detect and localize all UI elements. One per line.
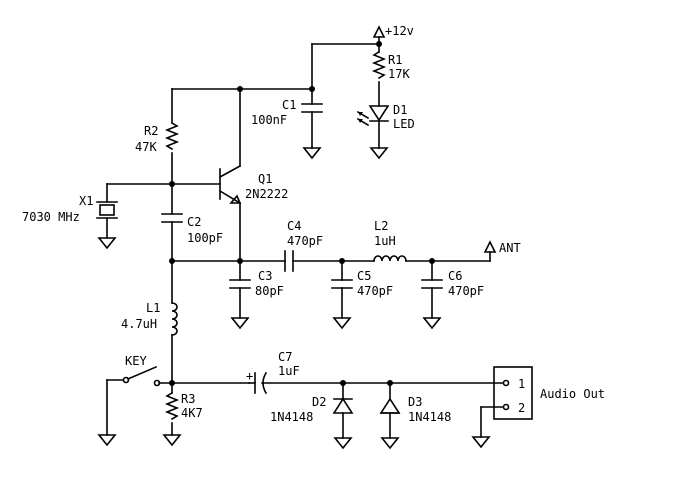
capacitor-c2 — [161, 213, 183, 223]
l2-value: 1uH — [374, 234, 396, 248]
c6-ref: C6 — [448, 269, 462, 283]
ground-audio — [471, 436, 491, 449]
d2-value: 1N4148 — [270, 410, 313, 424]
d3-value: 1N4148 — [408, 410, 451, 424]
q1-ref: Q1 — [258, 172, 272, 186]
x1-ref: X1 — [79, 194, 93, 208]
capacitor-c4 — [284, 250, 294, 272]
capacitor-c5 — [331, 279, 353, 289]
led-d1 — [356, 105, 390, 127]
r1-ref: R1 — [388, 53, 402, 67]
c1-ref: C1 — [282, 98, 296, 112]
r3-ref: R3 — [181, 392, 195, 406]
ground-d1 — [369, 147, 389, 160]
ground-d2 — [333, 437, 353, 450]
r2-ref: R2 — [144, 124, 158, 138]
d3-ref: D3 — [408, 395, 422, 409]
l1-ref: L1 — [146, 301, 160, 315]
ground-x1 — [97, 237, 117, 250]
key-label: KEY — [125, 354, 147, 368]
inductor-l1 — [171, 302, 178, 336]
c2-ref: C2 — [187, 215, 201, 229]
c7-ref: C7 — [278, 350, 292, 364]
ground-c1 — [302, 147, 322, 160]
diode-d2 — [332, 397, 354, 414]
ground-c5 — [332, 317, 352, 330]
supply-label: +12v — [385, 24, 414, 38]
c3-value: 80pF — [255, 284, 284, 298]
d1-ref: D1 — [393, 103, 407, 117]
inductor-l2 — [373, 255, 407, 262]
key-switch — [122, 365, 161, 387]
l1-value: 4.7uH — [121, 317, 157, 331]
crystal-x1 — [96, 201, 118, 219]
ant-label: ANT — [499, 241, 521, 255]
c7-value: 1uF — [278, 364, 300, 378]
ground-c3 — [230, 317, 250, 330]
ground-c6 — [422, 317, 442, 330]
l2-ref: L2 — [374, 219, 388, 233]
pin-1-label: 1 — [518, 377, 525, 391]
c1-value: 100nF — [251, 113, 287, 127]
q1-value: 2N2222 — [245, 187, 288, 201]
c5-ref: C5 — [357, 269, 371, 283]
resistor-r1 — [371, 50, 387, 80]
c2-value: 100pF — [187, 231, 223, 245]
c4-value: 470pF — [287, 234, 323, 248]
capacitor-c6 — [421, 279, 443, 289]
x1-value: 7030 MHz — [22, 210, 80, 224]
transistor-q1 — [218, 164, 242, 205]
pin-2-label: 2 — [518, 401, 525, 415]
c3-ref: C3 — [258, 269, 272, 283]
resistor-r2 — [164, 121, 180, 151]
d1-value: LED — [393, 117, 415, 131]
d2-ref: D2 — [312, 395, 326, 409]
c4-ref: C4 — [287, 219, 301, 233]
capacitor-c3 — [229, 279, 251, 289]
c7-polarity: + — [246, 369, 253, 383]
ground-d3 — [380, 437, 400, 450]
r1-value: 17K — [388, 67, 410, 81]
c5-value: 470pF — [357, 284, 393, 298]
antenna-terminal — [483, 240, 497, 262]
resistor-r3 — [164, 391, 180, 421]
diode-d3 — [379, 397, 401, 414]
audio-connector — [493, 366, 533, 420]
audio-out-label: Audio Out — [540, 387, 605, 401]
capacitor-c1 — [301, 103, 323, 113]
r2-value: 47K — [135, 140, 157, 154]
c6-value: 470pF — [448, 284, 484, 298]
ground-key — [97, 434, 117, 447]
ground-r3 — [162, 434, 182, 447]
r3-value: 4K7 — [181, 406, 203, 420]
